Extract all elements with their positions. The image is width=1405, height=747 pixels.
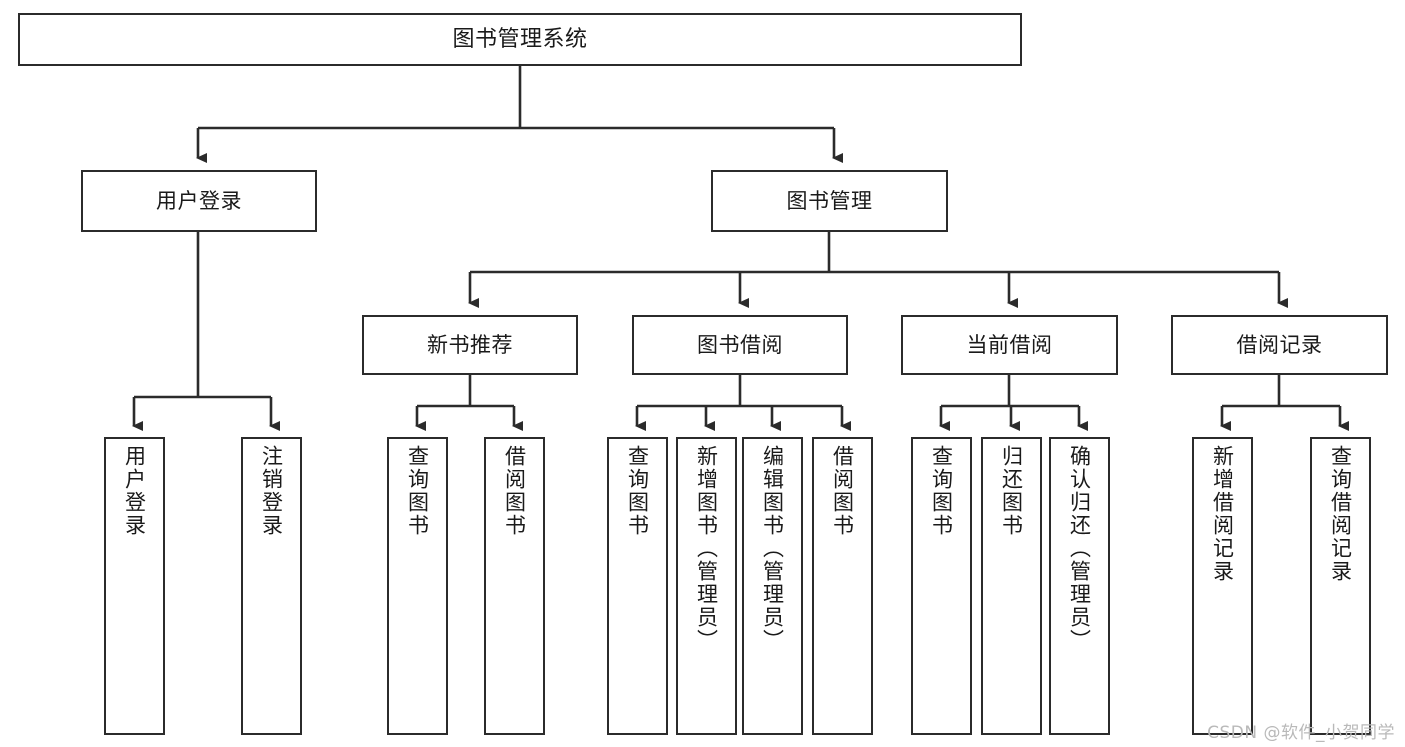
node-label: 查询图书 bbox=[929, 445, 954, 537]
node-label: 新书推荐 bbox=[427, 332, 513, 357]
node-label: 借阅记录 bbox=[1236, 332, 1323, 357]
leaf-confirm-return-admin[interactable]: 确认归还（管理员） bbox=[1049, 437, 1110, 735]
leaf-edit-book-admin[interactable]: 编辑图书（管理员） bbox=[742, 437, 803, 735]
node-label: 归还图书 bbox=[999, 445, 1024, 537]
leaf-return-book[interactable]: 归还图书 bbox=[981, 437, 1042, 735]
node-label: 查询图书 bbox=[405, 445, 430, 537]
leaf-add-borrow-record[interactable]: 新增借阅记录 bbox=[1192, 437, 1253, 735]
node-label: 注销登录 bbox=[259, 445, 284, 537]
node-label: 借阅图书 bbox=[830, 445, 855, 537]
node-label: 借阅图书 bbox=[502, 445, 527, 537]
node-root-system[interactable]: 图书管理系统 bbox=[18, 13, 1022, 66]
csdn-watermark: CSDN @软件_小贺同学 bbox=[1207, 723, 1395, 743]
node-book-borrow[interactable]: 图书借阅 bbox=[632, 315, 848, 375]
node-label: 新增图书（管理员） bbox=[694, 445, 719, 652]
leaf-logout[interactable]: 注销登录 bbox=[241, 437, 302, 735]
node-label: 当前借阅 bbox=[966, 332, 1053, 357]
node-label: 用户登录 bbox=[156, 188, 242, 213]
node-borrow-record[interactable]: 借阅记录 bbox=[1171, 315, 1388, 375]
node-label: 确认归还（管理员） bbox=[1067, 445, 1092, 652]
node-label: 图书借阅 bbox=[697, 332, 783, 357]
node-label: 图书管理 bbox=[786, 188, 873, 213]
leaf-borrow-book[interactable]: 借阅图书 bbox=[812, 437, 873, 735]
node-user-login[interactable]: 用户登录 bbox=[81, 170, 317, 232]
leaf-add-book-admin[interactable]: 新增图书（管理员） bbox=[676, 437, 737, 735]
node-label: 查询借阅记录 bbox=[1328, 445, 1353, 583]
node-label: 编辑图书（管理员） bbox=[760, 445, 785, 652]
leaf-query-book-recommend[interactable]: 查询图书 bbox=[387, 437, 448, 735]
node-label: 图书管理系统 bbox=[452, 26, 588, 52]
node-label: 新增借阅记录 bbox=[1210, 445, 1235, 583]
node-label: 用户登录 bbox=[122, 445, 147, 537]
leaf-query-book-borrow[interactable]: 查询图书 bbox=[607, 437, 668, 735]
leaf-borrow-book-recommend[interactable]: 借阅图书 bbox=[484, 437, 545, 735]
leaf-query-book-current[interactable]: 查询图书 bbox=[911, 437, 972, 735]
leaf-user-login[interactable]: 用户登录 bbox=[104, 437, 165, 735]
node-new-book-recommend[interactable]: 新书推荐 bbox=[362, 315, 578, 375]
leaf-query-borrow-record[interactable]: 查询借阅记录 bbox=[1310, 437, 1371, 735]
node-current-borrow[interactable]: 当前借阅 bbox=[901, 315, 1118, 375]
node-book-management[interactable]: 图书管理 bbox=[711, 170, 948, 232]
node-label: 查询图书 bbox=[625, 445, 650, 537]
